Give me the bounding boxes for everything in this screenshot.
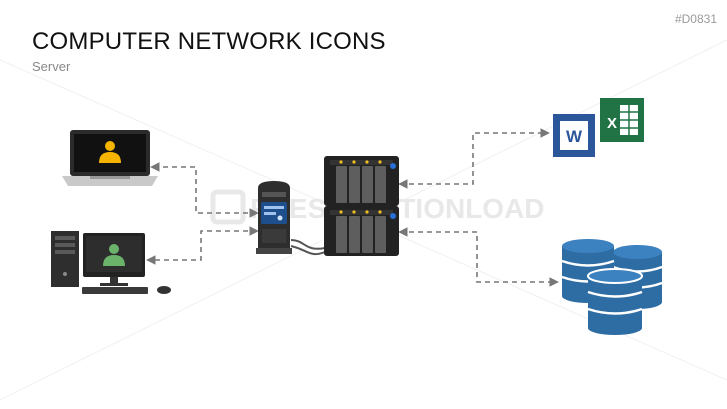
- page-subtitle: Server: [32, 59, 71, 74]
- connector-server-office: [398, 128, 550, 189]
- desktop-computer-icon: [51, 231, 171, 294]
- laptop-icon: [62, 130, 158, 186]
- connectors: [146, 128, 559, 287]
- server-unit-top: [324, 156, 399, 206]
- server-rack-icon: [324, 156, 399, 256]
- user-head-yellow: [105, 141, 115, 151]
- page-title: COMPUTER NETWORK ICONS: [32, 28, 386, 55]
- user-head-green: [109, 244, 119, 254]
- excel-letter: X: [607, 115, 617, 132]
- connector-server-database: [398, 227, 559, 287]
- network-switch-icon: [256, 181, 292, 254]
- slide-code: #D0831: [674, 12, 717, 26]
- connector-desktop-switch: [146, 226, 259, 265]
- mouse: [157, 286, 171, 294]
- word-document-icon: W: [553, 114, 595, 157]
- switch-cables: [290, 239, 326, 256]
- database-front: [587, 268, 643, 335]
- database-icon: [561, 239, 663, 335]
- connector-laptop-switch: [150, 162, 259, 218]
- server-unit-bottom: [324, 206, 399, 256]
- user-body-yellow: [99, 152, 121, 163]
- keyboard: [82, 287, 148, 294]
- excel-document-icon: X: [600, 98, 644, 142]
- user-body-green: [103, 255, 125, 266]
- word-letter: W: [566, 127, 583, 146]
